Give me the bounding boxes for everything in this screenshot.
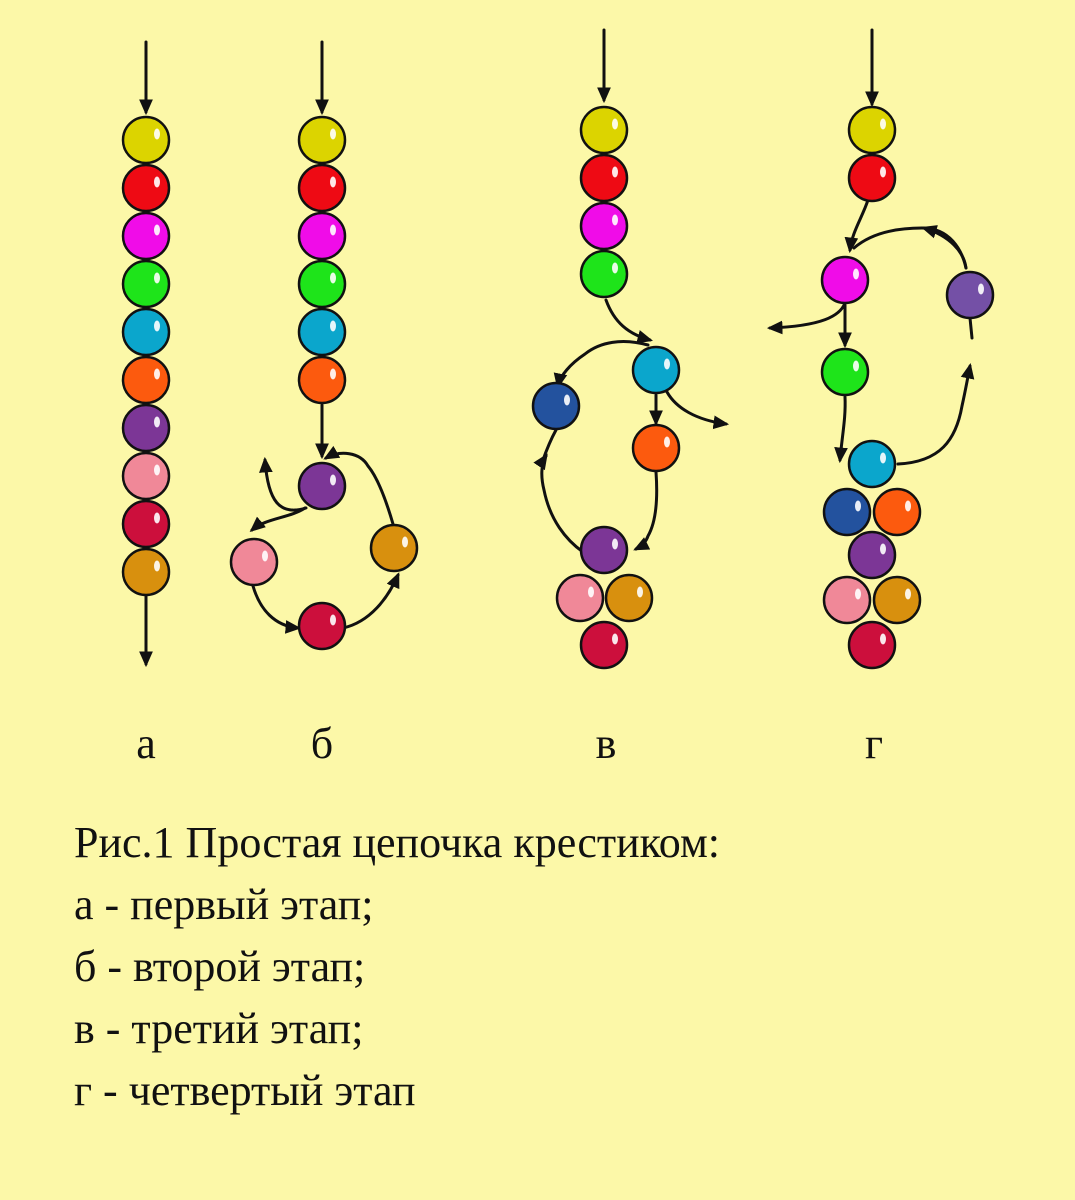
bead-v-red: [579, 153, 629, 203]
bead-a-yellow: [121, 115, 171, 165]
bead-a-pink: [121, 451, 171, 501]
bead-g-purple: [847, 530, 897, 580]
caption-line-a: а - первый этап;: [74, 880, 374, 929]
bead-b-cyan: [297, 307, 347, 357]
bead-v-yellow: [579, 105, 629, 155]
bead-b-pink: [229, 537, 279, 587]
bead-v-purple: [579, 525, 629, 575]
bead-g-pink: [822, 575, 872, 625]
bead-b-purple: [297, 461, 347, 511]
bead-g-violet: [945, 270, 995, 320]
thread-b-to-amber: [341, 572, 400, 630]
bead-v-magenta: [579, 201, 629, 251]
bead-a-crimson: [121, 499, 171, 549]
caption-line-g: г - четвертый этап: [74, 1066, 416, 1115]
caption-line-v: в - третий этап;: [74, 1004, 364, 1053]
thread-b-close: [323, 445, 395, 526]
bead-v-crimson: [579, 620, 629, 670]
stage-label-a: а: [136, 719, 156, 768]
bead-g-navy: [822, 487, 872, 537]
thread-g-out: [766, 301, 847, 335]
stage-label-b: б: [310, 719, 334, 768]
stage-label-g: г: [864, 719, 884, 768]
stage-label-v: в: [595, 719, 617, 768]
bead-v-pink: [555, 573, 605, 623]
bead-g-magenta: [820, 255, 870, 305]
bead-b-magenta: [297, 211, 347, 261]
thread-g-up-right: [896, 362, 975, 466]
bead-g-orange: [872, 487, 922, 537]
bead-b-crimson: [297, 601, 347, 651]
bead-v-cyan: [631, 345, 681, 395]
thread-v-to-navy: [553, 340, 650, 390]
caption-line-b: б - второй этап;: [74, 942, 366, 991]
bead-a-cyan: [121, 307, 171, 357]
thread-v-down: [633, 470, 659, 551]
thread-g-to-magenta: [844, 198, 870, 254]
bead-g-red: [847, 153, 897, 203]
bead-b-yellow: [297, 115, 347, 165]
thread-b-to-pink: [249, 506, 307, 533]
bead-a-red: [121, 163, 171, 213]
bead-b-green: [297, 259, 347, 309]
bead-b-amber: [369, 523, 419, 573]
bead-a-green: [121, 259, 171, 309]
bead-b-orange: [297, 355, 347, 405]
bead-v-orange: [631, 423, 681, 473]
bead-g-yellow: [847, 105, 897, 155]
thread-b-to-crimson: [251, 584, 302, 634]
bead-g-crimson: [847, 620, 897, 670]
thread-g-to-cyan-left: [834, 395, 848, 464]
bead-b-red: [297, 163, 347, 213]
bead-g-amber: [872, 575, 922, 625]
beads: [121, 105, 995, 670]
bead-a-orange: [121, 355, 171, 405]
bead-g-green: [820, 347, 870, 397]
bead-v-amber: [604, 573, 654, 623]
bead-v-navy: [531, 381, 581, 431]
thread-v-up: [533, 453, 585, 554]
caption-title: Рис.1 Простая цепочка крестиком:: [74, 818, 721, 867]
bead-a-amber: [121, 547, 171, 597]
bead-a-purple: [121, 403, 171, 453]
threads: [139, 28, 975, 668]
bead-a-magenta: [121, 211, 171, 261]
thread-g-violet-stub: [968, 316, 974, 340]
thread-v-out: [665, 390, 730, 430]
figure-caption: Рис.1 Простая цепочка крестиком: а - пер…: [74, 812, 720, 1122]
thread-v-to-cyan: [604, 298, 654, 344]
thread-g-loop-top-arrow: [921, 225, 968, 270]
bead-g-cyan: [847, 439, 897, 489]
bead-v-green: [579, 249, 629, 299]
